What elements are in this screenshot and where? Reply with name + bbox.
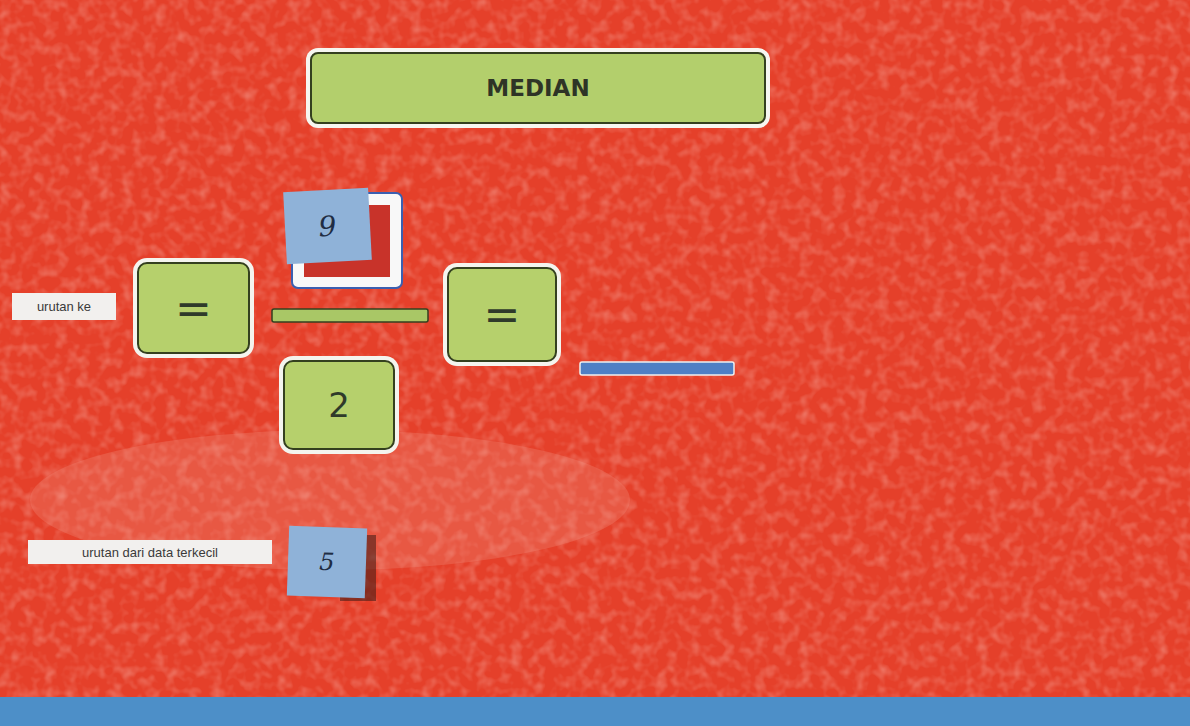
number-card: 9 [283, 188, 372, 264]
label-text: urutan dari data terkecil [82, 545, 218, 560]
node-text: 5 [319, 548, 335, 577]
number-card: 5 [287, 526, 367, 599]
label-text: urutan ke [37, 299, 91, 314]
blue-band [0, 697, 1190, 726]
node-text: = [484, 289, 521, 340]
node-text: 9 [318, 209, 338, 243]
foam-texture [0, 0, 1190, 700]
answer-blank-line [580, 362, 734, 375]
symbol-box: = [137, 262, 250, 354]
node-text: = [175, 283, 212, 334]
text-label: urutan ke [12, 293, 116, 320]
text-label: urutan dari data terkecil [28, 540, 272, 564]
number-box: 2 [283, 360, 395, 450]
title-banner: MEDIAN [310, 52, 766, 124]
fraction-bar [272, 309, 428, 322]
node-text: 2 [328, 385, 350, 425]
symbol-box: = [447, 267, 557, 362]
